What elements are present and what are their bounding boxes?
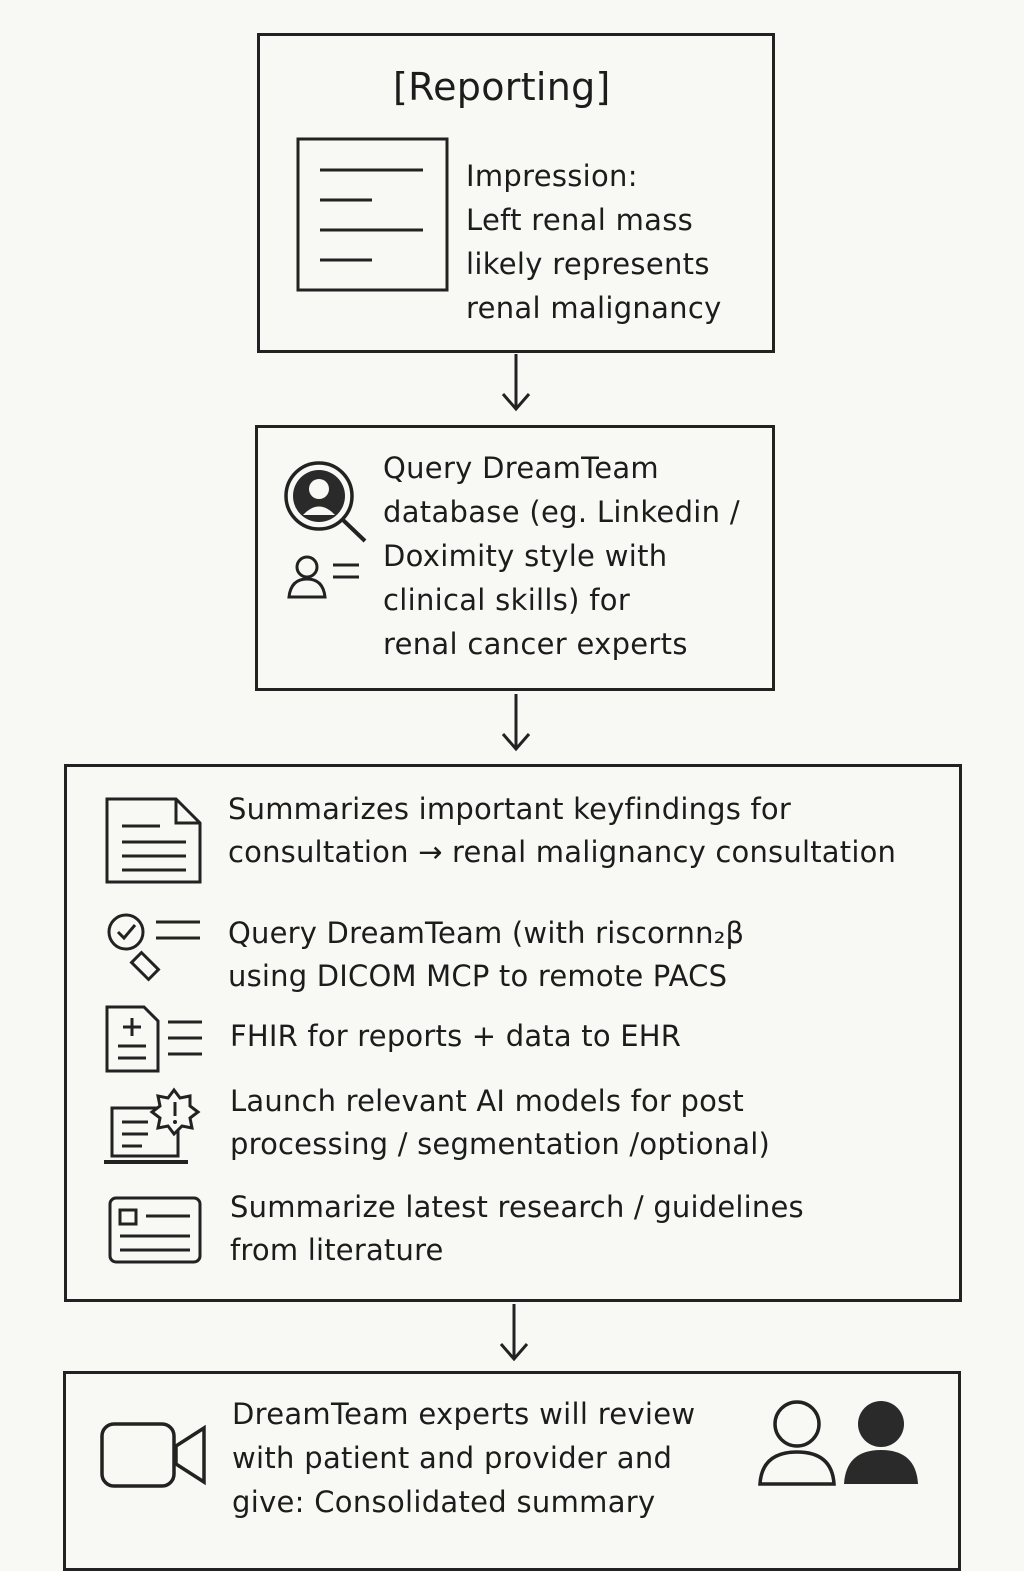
person-outline-icon — [758, 1400, 836, 1486]
action-item-summarize: Summarizes important keyfindings for con… — [228, 788, 896, 874]
action-item-research: Summarize latest research / guidelines f… — [230, 1186, 804, 1272]
action-line: Summarizes important keyfindings for — [228, 792, 791, 826]
query-text: Query DreamTeam database (eg. Linkedin /… — [383, 446, 740, 666]
document-icon — [105, 797, 202, 884]
action-line: Launch relevant AI models for post — [230, 1084, 744, 1118]
person-list-icon — [287, 555, 359, 599]
action-line: Query DreamTeam (with riscornn₂β — [228, 916, 745, 950]
flow-arrow — [501, 354, 531, 412]
action-item-query: Query DreamTeam (with riscornn₂β using D… — [228, 912, 744, 998]
impression-text: Impression: Left renal mass likely repre… — [466, 154, 722, 330]
review-text: DreamTeam experts will review with patie… — [232, 1392, 695, 1524]
action-line: Summarize latest research / guidelines — [230, 1190, 804, 1224]
query-line: renal cancer experts — [383, 627, 688, 661]
action-line: from literature — [230, 1233, 444, 1267]
query-box — [255, 425, 775, 691]
action-item-ai-models: Launch relevant AI models for post proce… — [230, 1080, 770, 1166]
search-list-icon — [107, 913, 200, 982]
query-line: Doximity style with — [383, 539, 668, 573]
review-line: with patient and provider and — [232, 1441, 673, 1475]
impression-line: Impression: — [466, 159, 638, 193]
action-line: FHIR for reports + data to EHR — [230, 1019, 682, 1053]
action-line: consultation → renal malignancy consulta… — [228, 835, 897, 869]
laptop-alert-icon — [104, 1087, 201, 1164]
query-line: clinical skills) for — [383, 583, 631, 617]
action-line: processing / segmentation /optional) — [230, 1127, 771, 1161]
actions-box — [64, 764, 962, 1302]
flow-arrow — [499, 1304, 529, 1362]
action-item-fhir: FHIR for reports + data to EHR — [230, 1015, 681, 1058]
action-line: using DICOM MCP to remote PACS — [228, 959, 728, 993]
review-line: give: Consolidated summary — [232, 1485, 656, 1519]
reporting-box — [257, 33, 775, 353]
document-lines-icon — [296, 137, 449, 292]
flow-arrow — [501, 694, 531, 752]
impression-line: renal malignancy — [466, 291, 722, 325]
impression-line: likely represents — [466, 247, 710, 281]
query-line: database (eg. Linkedin / — [383, 495, 740, 529]
reporting-title: [Reporting] — [393, 65, 611, 109]
review-line: DreamTeam experts will review — [232, 1397, 696, 1431]
report-plus-icon — [105, 1005, 202, 1073]
id-card-icon — [108, 1196, 202, 1264]
query-line: Query DreamTeam — [383, 451, 659, 485]
impression-line: Left renal mass — [466, 203, 694, 237]
person-search-icon — [284, 461, 367, 543]
person-filled-icon — [844, 1401, 918, 1484]
video-camera-icon — [100, 1422, 206, 1488]
